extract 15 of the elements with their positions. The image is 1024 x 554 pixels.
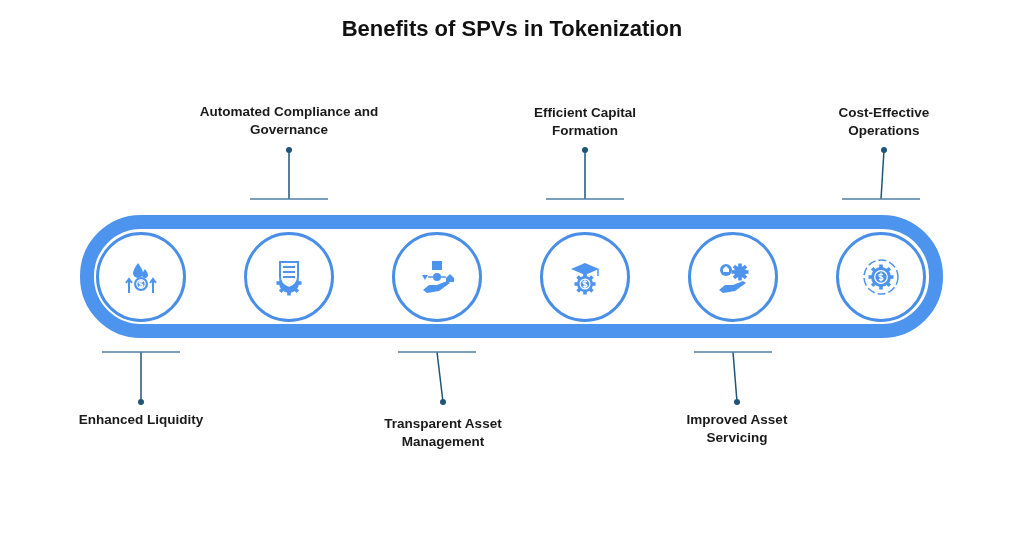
benefit-label: Transparent Asset Management	[368, 415, 518, 451]
leader-line	[397, 351, 477, 405]
leader-line	[545, 147, 625, 200]
leader-line	[249, 147, 329, 200]
benefit-label: Cost-Effective Operations	[824, 104, 944, 140]
leader-line	[101, 351, 181, 405]
leader-line	[693, 351, 773, 405]
leader-line	[841, 147, 921, 200]
icon-circle	[96, 232, 186, 322]
benefit-label: Efficient Capital Formation	[515, 104, 655, 140]
benefit-label: Automated Compliance and Governance	[189, 103, 389, 139]
benefit-label: Enhanced Liquidity	[56, 411, 226, 429]
title: Benefits of SPVs in Tokenization	[340, 16, 684, 42]
benefit-label: Improved Asset Servicing	[672, 411, 802, 447]
icon-circle	[836, 232, 926, 322]
